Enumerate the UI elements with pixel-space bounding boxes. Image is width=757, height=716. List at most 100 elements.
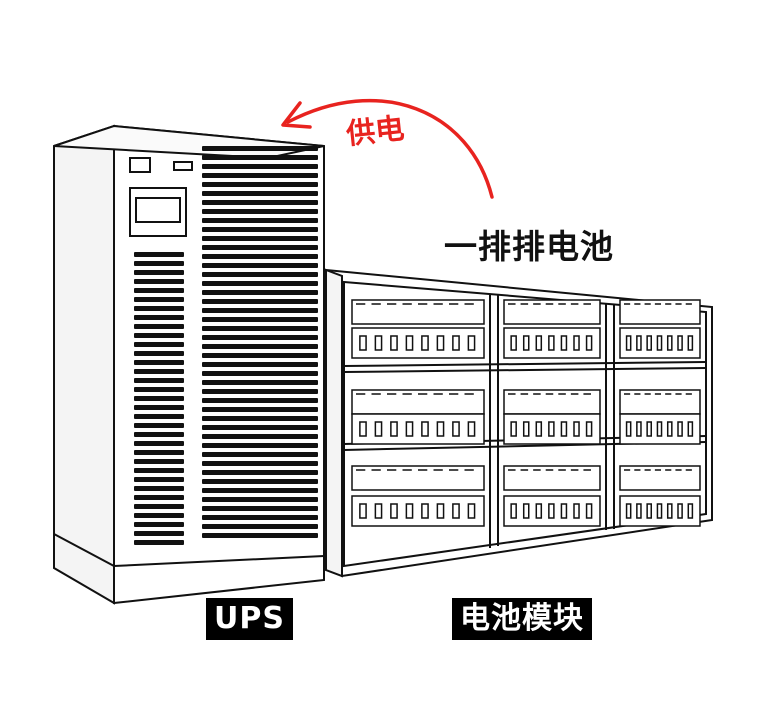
battery-group	[504, 390, 600, 444]
battery-cell	[511, 504, 516, 518]
battery-cell	[422, 504, 428, 518]
vent-slat	[134, 279, 184, 284]
battery-cell	[406, 336, 412, 350]
vent-slat	[202, 272, 318, 277]
battery-front	[352, 328, 484, 358]
vent-slat	[134, 324, 184, 329]
battery-cell	[406, 504, 412, 518]
vent-slat	[202, 308, 318, 313]
vent-slat	[202, 515, 318, 520]
vent-slat	[202, 227, 318, 232]
vent-slat	[202, 425, 318, 430]
ups-label: UPS	[206, 598, 293, 640]
vent-slat	[134, 270, 184, 275]
vent-slat	[134, 297, 184, 302]
rows-of-batteries-label: 一排排电池	[444, 220, 614, 268]
vent-slat	[202, 182, 318, 187]
battery-cell	[406, 422, 412, 436]
battery-front	[352, 496, 484, 526]
battery-group	[620, 466, 700, 526]
battery-cell	[468, 336, 474, 350]
vent-slat	[134, 378, 184, 383]
battery-cell	[391, 504, 397, 518]
battery-group	[352, 466, 484, 526]
vent-slat	[202, 371, 318, 376]
vent-slat	[134, 441, 184, 446]
vent-slat	[134, 495, 184, 500]
vent-slat	[134, 486, 184, 491]
vent-slat	[202, 290, 318, 295]
battery-cell	[468, 422, 474, 436]
vent-slat	[134, 513, 184, 518]
battery-cell	[468, 504, 474, 518]
battery-cell	[549, 422, 554, 436]
vent-slat	[202, 209, 318, 214]
battery-cell	[587, 336, 592, 350]
battery-module-label: 电池模块	[452, 598, 592, 640]
vent-slat	[202, 362, 318, 367]
vent-slat	[202, 470, 318, 475]
battery-cell	[627, 336, 631, 350]
vent-slat	[134, 450, 184, 455]
battery-cell	[627, 422, 631, 436]
vent-slat	[202, 353, 318, 358]
battery-cell	[574, 422, 579, 436]
battery-cell	[453, 336, 459, 350]
battery-cell	[437, 422, 443, 436]
vent-slat	[134, 432, 184, 437]
battery-cell	[647, 504, 651, 518]
vent-slat	[202, 416, 318, 421]
vent-slat	[202, 434, 318, 439]
vent-slat	[134, 531, 184, 536]
vent-slat	[202, 218, 318, 223]
battery-cell	[647, 336, 651, 350]
vent-slat	[134, 315, 184, 320]
vent-slat	[202, 254, 318, 259]
battery-cell	[668, 422, 672, 436]
battery-cell	[688, 422, 692, 436]
vent-slat	[202, 326, 318, 331]
battery-cell	[524, 504, 529, 518]
vent-slat	[202, 281, 318, 286]
vent-slat	[134, 405, 184, 410]
vent-slat	[202, 344, 318, 349]
battery-group	[620, 300, 700, 358]
vent-slat	[202, 407, 318, 412]
battery-cell	[688, 336, 692, 350]
battery-cell	[422, 422, 428, 436]
vent-slat	[134, 522, 184, 527]
vent-slat	[202, 317, 318, 322]
battery-cell	[657, 336, 661, 350]
vent-slat	[134, 288, 184, 293]
battery-cell	[536, 336, 541, 350]
battery-cell	[574, 504, 579, 518]
battery-cell	[678, 422, 682, 436]
battery-cell	[627, 504, 631, 518]
vent-slat	[134, 261, 184, 266]
battery-cell	[422, 336, 428, 350]
battery-cell	[360, 422, 366, 436]
battery-cell	[647, 422, 651, 436]
battery-group	[352, 390, 484, 444]
battery-cell	[668, 504, 672, 518]
vent-slat	[202, 335, 318, 340]
battery-cell	[561, 504, 566, 518]
battery-cell	[375, 422, 381, 436]
battery-cell	[637, 422, 641, 436]
battery-group	[504, 466, 600, 526]
battery-cell	[637, 504, 641, 518]
battery-cell	[688, 504, 692, 518]
battery-cell	[549, 504, 554, 518]
battery-cell	[536, 504, 541, 518]
vent-slat	[202, 452, 318, 457]
vent-slat	[134, 414, 184, 419]
vent-slat	[202, 488, 318, 493]
vent-slat	[134, 333, 184, 338]
battery-group	[620, 390, 700, 444]
vent-slat	[202, 443, 318, 448]
battery-cell	[375, 336, 381, 350]
battery-cell	[524, 422, 529, 436]
vent-slat	[202, 497, 318, 502]
vent-slat	[202, 380, 318, 385]
battery-cell	[587, 504, 592, 518]
